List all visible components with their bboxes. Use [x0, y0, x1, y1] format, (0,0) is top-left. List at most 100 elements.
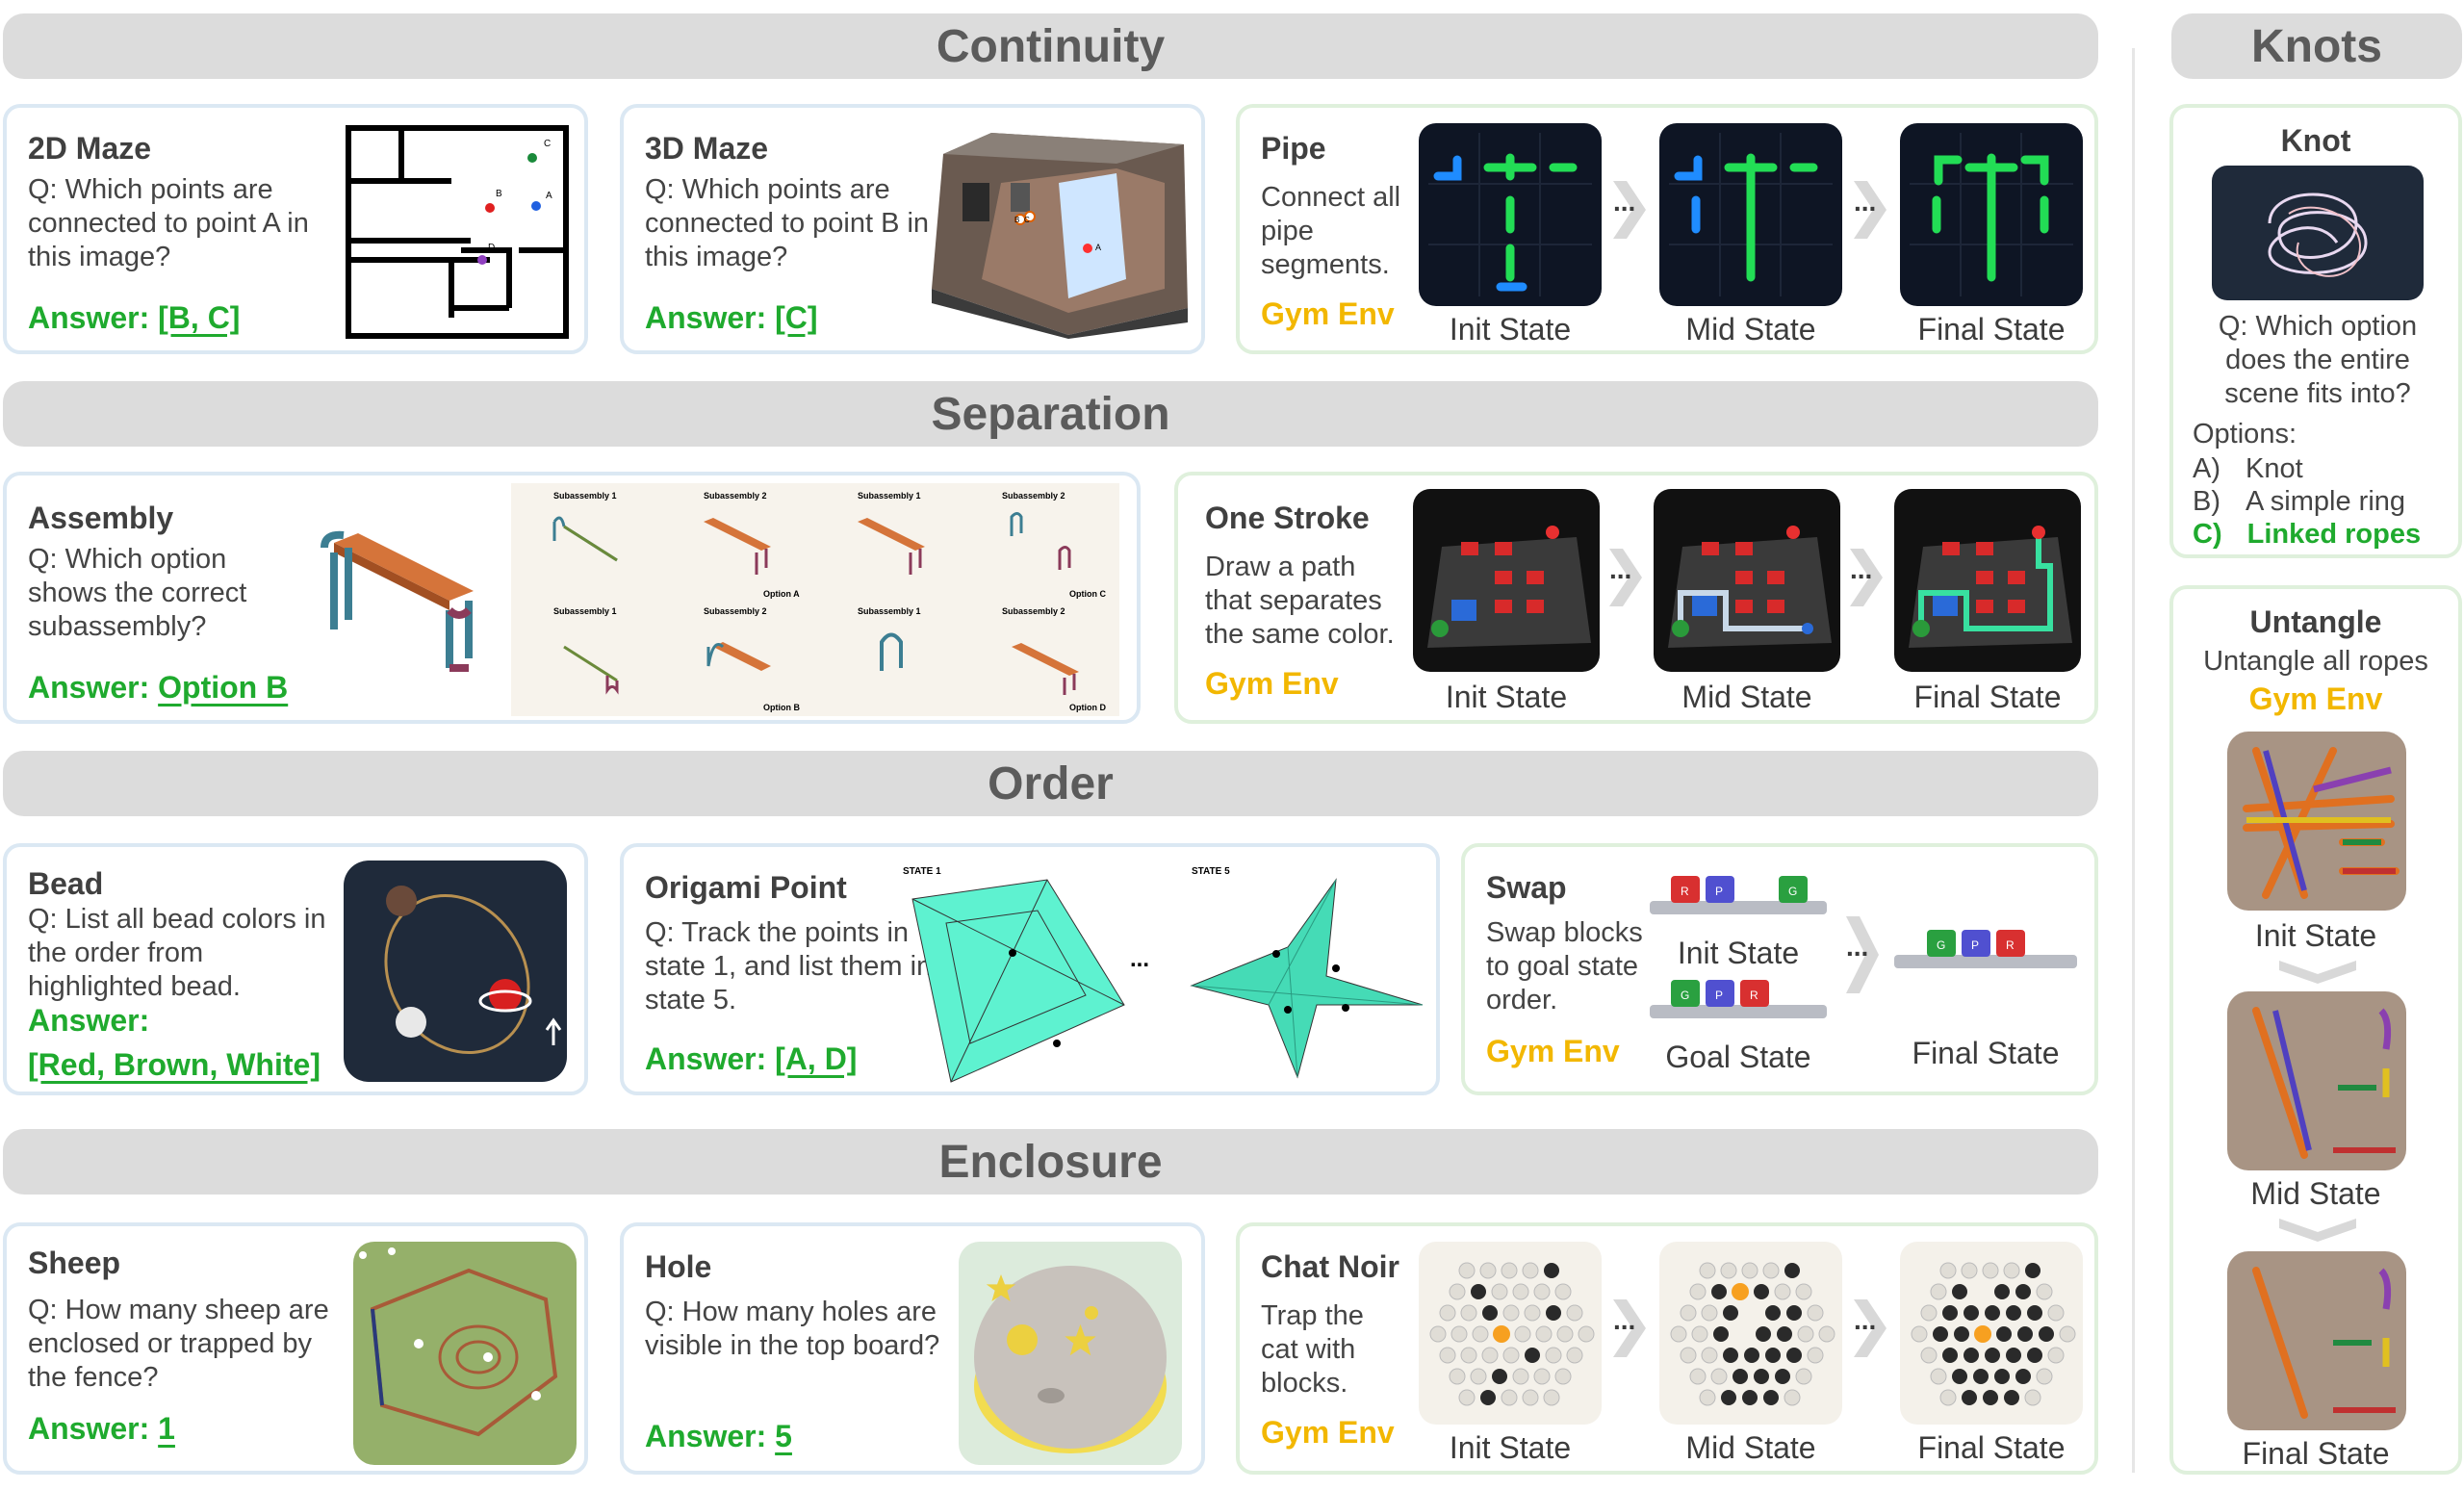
svg-text:C: C [1024, 216, 1030, 224]
chat-noir-mid-image [1659, 1242, 1842, 1425]
chevron-right-icon [1850, 549, 1883, 611]
card-origami-point: Origami Point Q: Track the points in sta… [620, 843, 1440, 1095]
sheep-image [353, 1242, 577, 1465]
ellipsis: ... [1850, 554, 1873, 584]
state-label: Final State [1917, 1430, 2066, 1465]
card-title: Pipe [1261, 131, 1326, 166]
origami-image: STATE 1 STATE 5 ... [903, 866, 1424, 1083]
card-title: Assembly [28, 501, 174, 535]
card-swap: Swap Swap blocks to goal state order. Gy… [1461, 843, 2098, 1095]
answer: Answer: Option B [28, 670, 289, 705]
chevron-right-icon [1609, 549, 1642, 611]
card-title: Swap [1486, 870, 1567, 905]
svg-text:G: G [1788, 885, 1797, 898]
question-text: Q: How many holes are visible in the top… [645, 1297, 940, 1361]
card-assembly: Assembly Q: Which option shows the corre… [3, 472, 1141, 724]
svg-text:Subassembly 1: Subassembly 1 [553, 491, 617, 501]
section-title: Knots [2251, 20, 2382, 72]
pipe-final-image [1900, 123, 2083, 306]
state-label: Init State [1449, 312, 1572, 347]
gym-env-badge: Gym Env [1205, 666, 1339, 701]
gym-env-badge: Gym Env [1486, 1034, 1620, 1068]
card-sheep: Sheep Q: How many sheep are enclosed or … [3, 1222, 588, 1475]
section-title: Separation [931, 388, 1170, 440]
swap-goal-image: G P R [1650, 980, 1827, 1018]
svg-text:A: A [1095, 243, 1101, 252]
answer-prefix: Answer: [28, 1003, 150, 1038]
state-label: Final State [1912, 1036, 2060, 1070]
chevron-right-icon [1854, 1299, 1886, 1362]
svg-text:G: G [1937, 938, 1945, 952]
svg-text:G: G [1681, 989, 1689, 1002]
state-label: Init State [1445, 680, 1568, 714]
description-text: Trap the cat with blocks. [1261, 1300, 1364, 1399]
svg-text:Option B: Option B [763, 703, 800, 712]
card-title: Chat Noir [1261, 1249, 1399, 1284]
svg-text:STATE 1: STATE 1 [903, 866, 941, 877]
description-text: Swap blocks to goal state order. [1486, 917, 1643, 1015]
svg-text:Subassembly 2: Subassembly 2 [1002, 606, 1065, 616]
chevron-right-icon [1613, 1299, 1646, 1362]
svg-text:Subassembly 2: Subassembly 2 [1002, 491, 1065, 501]
svg-text:D: D [488, 243, 495, 253]
maze-2d-image: C B A D [346, 125, 569, 339]
svg-text:Subassembly 1: Subassembly 1 [858, 491, 921, 501]
card-title: Bead [28, 866, 104, 901]
chevron-right-icon [1846, 916, 1879, 998]
ellipsis: ... [1613, 187, 1636, 217]
gym-env-badge: Gym Env [1261, 296, 1395, 331]
svg-text:C: C [544, 139, 551, 149]
card-3d-maze: 3D Maze Q: Which points are connected to… [620, 104, 1205, 354]
state-label: Mid State [1681, 680, 1812, 714]
card-title: Sheep [28, 1246, 121, 1280]
section-header-enclosure: Enclosure [3, 1129, 2098, 1195]
ellipsis: ... [1854, 1305, 1877, 1335]
ellipsis: ... [1846, 932, 1869, 962]
maze-3d-image: C B A [932, 133, 1188, 339]
chat-noir-final-image [1900, 1242, 2083, 1425]
card-title: One Stroke [1205, 501, 1370, 535]
card-knot: Knot Q: Which option does the entire sce… [2169, 104, 2462, 558]
svg-text:Subassembly 2: Subassembly 2 [704, 491, 767, 501]
svg-text:R: R [1750, 989, 1758, 1002]
svg-text:Subassembly 1: Subassembly 1 [553, 606, 617, 616]
svg-text:STATE 5: STATE 5 [1192, 866, 1230, 877]
svg-text:P: P [1971, 938, 1979, 952]
card-bead: Bead Q: List all bead colors in the orde… [3, 843, 588, 1095]
one-stroke-mid-image [1654, 489, 1840, 672]
section-header-continuity: Continuity [3, 13, 2098, 79]
state-label: Final State [1917, 312, 2066, 347]
swap-init-image: R P G [1650, 876, 1827, 914]
section-header-separation: Separation [3, 381, 2098, 447]
state-label: Mid State [1685, 312, 1816, 347]
swap-final-image: G P R [1894, 930, 2077, 968]
section-header-order: Order [3, 751, 2098, 816]
ellipsis: ... [1854, 187, 1877, 217]
ellipsis: ... [1609, 554, 1632, 584]
gym-env-badge: Gym Env [2248, 681, 2383, 716]
chevron-right-icon [1613, 181, 1646, 244]
options-label: Options: [2193, 419, 2297, 450]
answer: Answer: 5 [645, 1419, 792, 1453]
question-text: Q: Which points are connected to point B… [645, 174, 930, 272]
card-chat-noir: Chat Noir Trap the cat with blocks. Gym … [1236, 1222, 2098, 1475]
card-title: 3D Maze [645, 131, 769, 166]
chevron-down-icon [2279, 961, 2356, 989]
question-text: Q: Track the points in state 1, and list… [645, 917, 933, 1015]
knot-image [2212, 166, 2424, 300]
card-one-stroke: One Stroke Draw a path that separates th… [1174, 472, 2098, 724]
svg-text:B: B [496, 189, 502, 199]
answer: Answer: 1 [28, 1411, 175, 1446]
hole-image [959, 1242, 1182, 1465]
svg-text:Subassembly 2: Subassembly 2 [704, 606, 767, 616]
state-label: Final State [1913, 680, 2062, 714]
chevron-right-icon [1854, 181, 1886, 244]
question-text: Q: Which option shows the correct subass… [28, 544, 247, 642]
question-text: Q: How many sheep are enclosed or trappe… [28, 1295, 329, 1393]
question-text: Q: Which option does the entire scene fi… [2218, 311, 2418, 409]
card-hole: Hole Q: How many holes are visible in th… [620, 1222, 1205, 1475]
state-label: Init State [1449, 1430, 1572, 1465]
card-pipe: Pipe Connect all pipe segments. Gym Env … [1236, 104, 2098, 354]
answer: Answer: [C] [645, 300, 818, 335]
section-title: Continuity [936, 20, 1166, 72]
